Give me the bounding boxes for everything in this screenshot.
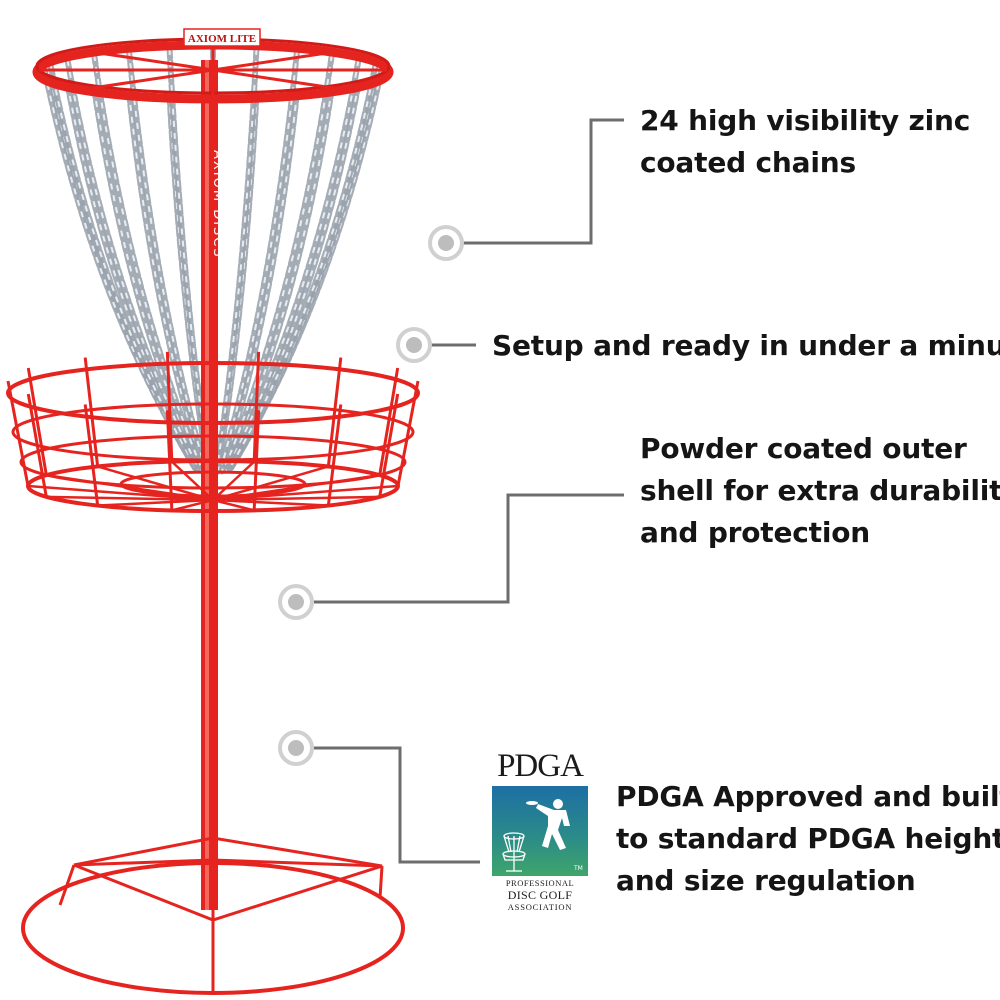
basket-floor-spoke <box>212 498 255 512</box>
basket-floor-spoke <box>171 498 214 512</box>
basket-floor-spoke <box>212 484 399 502</box>
basket-rib <box>26 367 48 476</box>
basket-floor-spoke <box>212 460 256 501</box>
chain-highlight <box>168 48 210 465</box>
callout-line-shell <box>314 493 624 604</box>
basket-rib <box>83 404 100 506</box>
feature-line: and size regulation <box>616 864 916 897</box>
basket-floor-spoke <box>212 465 329 502</box>
callout-line-chains <box>460 118 624 245</box>
feature-line: Powder coated outer <box>640 432 967 465</box>
basket-rib <box>378 393 400 498</box>
feature-pdga: PDGA Approved and built to standard PDGA… <box>616 776 1000 902</box>
callout-lines <box>314 118 624 864</box>
chain-highlight <box>93 54 202 466</box>
pole-highlight <box>205 60 209 910</box>
chain-highlight <box>227 83 360 471</box>
chain-highlight <box>66 59 199 467</box>
pdga-caption-line: ASSOCIATION <box>507 902 573 912</box>
ground-base <box>21 836 405 995</box>
thrower-figure-icon <box>526 799 570 850</box>
callout-marker-icon <box>278 584 314 620</box>
chain-highlight <box>221 92 298 472</box>
basket-rib <box>378 367 400 476</box>
pdga-caption-line: DISC GOLF <box>507 888 573 902</box>
basket-rib <box>6 380 30 487</box>
chain-highlight <box>227 59 360 467</box>
pdga-emblem-icon: TM <box>492 786 588 876</box>
chain-highlight <box>66 83 199 471</box>
basket-rib <box>83 357 100 467</box>
rim-label-plate <box>183 28 261 47</box>
feature-line: shell for extra durability <box>640 474 1000 507</box>
top-chain-rim: AXIOM LITE <box>32 28 394 104</box>
chain-highlight <box>128 51 205 465</box>
basket-floor-spoke <box>212 498 329 507</box>
feature-line: to standard PDGA height <box>616 822 1000 855</box>
basket-floor-spoke <box>170 460 214 501</box>
pdga-caption-line: PROFESSIONAL <box>505 878 575 888</box>
feature-line: 24 high visibility zinc <box>640 104 971 137</box>
feature-line: and protection <box>640 516 871 549</box>
chain-highlight <box>221 51 298 465</box>
basket-rib <box>165 351 174 462</box>
basket-floor-spoke <box>212 495 380 502</box>
chain-highlight <box>128 92 205 472</box>
feature-line: coated chains <box>640 146 856 179</box>
pole-label: AXIOM DISCS <box>210 150 225 259</box>
chain-highlight <box>44 71 196 469</box>
basket-rib <box>26 393 48 498</box>
rim-spoke <box>89 68 214 90</box>
rim-label: AXIOM LITE <box>188 33 256 45</box>
pdga-wordmark: PDGA <box>497 748 584 784</box>
basket-floor-spoke <box>97 498 214 507</box>
feature-line: PDGA Approved and built <box>616 780 1000 813</box>
pdga-logo: PDGA TM PROFESSIONAL DISC GOLF <box>488 748 592 916</box>
catching-basket <box>6 351 420 513</box>
callout-marker-icon <box>428 225 464 261</box>
basket-floor-spoke <box>212 473 380 502</box>
basket-floor-spoke <box>97 465 214 502</box>
basket-floor-spoke <box>27 484 214 502</box>
pdga-caption: PROFESSIONAL DISC GOLF ASSOCIATION <box>488 878 592 913</box>
basket-ribs <box>6 351 420 512</box>
trademark-mark: TM <box>573 865 583 872</box>
basket-floor-spoke <box>46 495 214 502</box>
callout-marker-icon <box>278 730 314 766</box>
callout-line-pdga <box>314 746 480 864</box>
mini-basket-icon <box>502 832 526 872</box>
basket-rib <box>326 404 343 506</box>
feature-setup: Setup and ready in under a minute <box>492 325 1000 367</box>
basket-rib <box>326 357 343 467</box>
rim-spoke <box>212 50 337 72</box>
callout-marker-icon <box>396 327 432 363</box>
feature-line: Setup and ready in under a minute <box>492 329 1000 362</box>
chain-highlight <box>224 54 333 466</box>
basket-rib <box>396 380 420 487</box>
feature-powder-coat: Powder coated outer shell for extra dura… <box>640 428 1000 554</box>
chain-highlight <box>216 48 258 465</box>
basket-rib <box>252 351 261 462</box>
rim-spoke <box>89 50 214 72</box>
feature-chains: 24 high visibility zinc coated chains <box>640 100 970 184</box>
rim-spoke <box>212 68 337 90</box>
rim-spokes <box>39 44 387 96</box>
basket-floor-spoke <box>46 473 214 502</box>
